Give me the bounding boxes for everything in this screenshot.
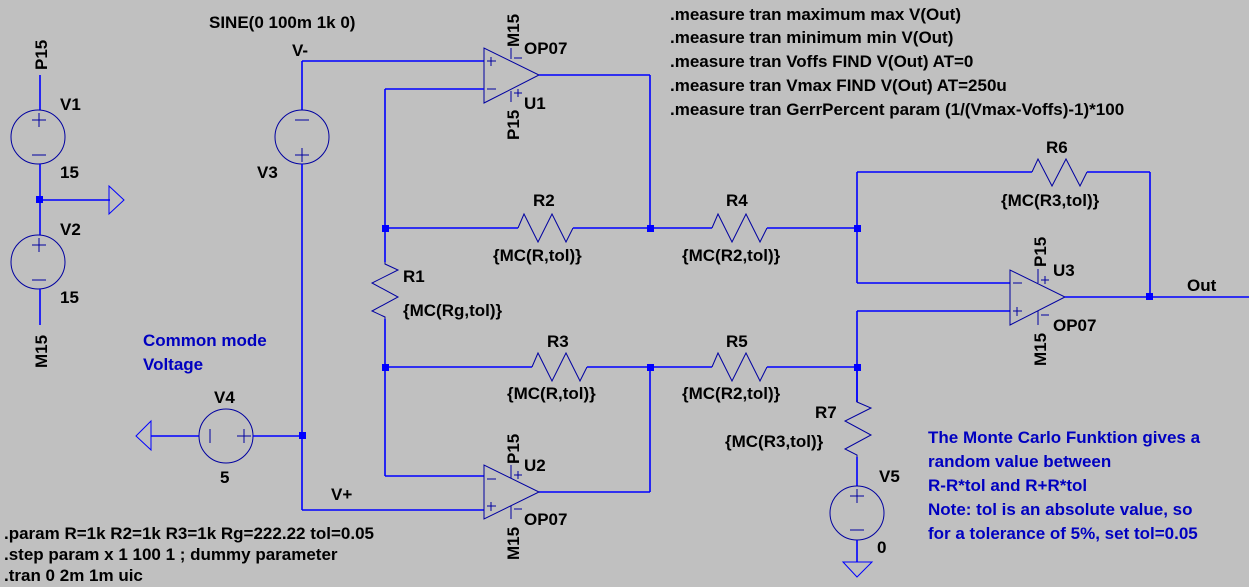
ground-symbol [135,419,152,452]
r7-name: R7 [815,403,837,422]
comment-common-mode-line1: Common mode [143,331,267,350]
ground-symbol [108,184,125,216]
v1-value: 15 [60,163,79,182]
r6-name: R6 [1046,138,1068,157]
comment-line: for a tolerance of 5%, set tol=0.05 [928,524,1198,543]
v3-value: SINE(0 100m 1k 0) [209,13,355,32]
v4-name: V4 [214,388,235,407]
r4-value: {MC(R2,tol)} [682,246,781,265]
opamp-triangle-icon [483,47,541,104]
comment-line: Note: tol is an absolute value, so [928,500,1193,519]
v5-name: V5 [879,467,900,486]
directive-param[interactable]: .param R=1k R2=1k R3=1k Rg=222.22 tol=0.… [4,524,374,543]
comment-monte-carlo: The Monte Carlo Funktion gives a random … [928,428,1201,543]
opamp-u1[interactable] [483,47,541,104]
net-label-v-plus: V+ [331,485,352,504]
v4-value: 5 [220,468,229,487]
u3-model: OP07 [1053,316,1096,335]
source-v1[interactable] [10,75,66,200]
u3-top-supply: P15 [1031,237,1050,267]
directive-tran[interactable]: .tran 0 2m 1m uic [4,566,143,585]
r6-value: {MC(R3,tol)} [1001,191,1100,210]
resistor-r3[interactable] [531,351,588,383]
v2-name: V2 [60,220,81,239]
u2-bottom-supply: M15 [504,527,523,560]
comment-line: random value between [928,452,1111,471]
opamp-triangle-icon [483,464,541,520]
net-label-out: Out [1187,276,1217,295]
resistor-r6[interactable] [1031,157,1088,188]
r1-value: {MC(Rg,tol)} [403,301,503,320]
v1-name: V1 [60,95,81,114]
sim-directives[interactable]: .param R=1k R2=1k R3=1k Rg=222.22 tol=0.… [4,524,374,585]
comment-common-mode-line2: Voltage [143,355,203,374]
measure-directives[interactable]: .measure tran maximum max V(Out) .measur… [670,5,1124,119]
net-label-v-minus: V- [292,41,308,60]
comment-line: The Monte Carlo Funktion gives a [928,428,1201,447]
directive-line[interactable]: .measure tran Vmax FIND V(Out) AT=250u [670,76,1007,95]
resistor-r2[interactable] [517,212,574,244]
u1-model: OP07 [524,39,567,58]
net-label-m15-v2: M15 [32,335,51,368]
resistor-r1[interactable] [370,262,400,319]
u2-name: U2 [524,456,546,475]
directive-line[interactable]: .measure tran maximum max V(Out) [670,5,961,24]
r5-value: {MC(R2,tol)} [682,384,781,403]
r3-name: R3 [547,332,569,351]
r7-value: {MC(R3,tol)} [725,432,824,451]
u3-bottom-supply: M15 [1031,333,1050,366]
r2-value: {MC(R,tol)} [493,246,582,265]
directive-line[interactable]: .measure tran GerrPercent param (1/(Vmax… [670,100,1124,119]
source-v2[interactable] [10,200,66,325]
source-v3[interactable] [274,61,330,510]
r5-name: R5 [726,332,748,351]
junction [1146,293,1153,300]
r4-name: R4 [726,191,748,210]
v2-value: 15 [60,288,79,307]
source-v5[interactable] [829,470,885,562]
directive-step[interactable]: .step param x 1 100 1 ; dummy parameter [4,545,338,564]
u2-model: OP07 [524,510,567,529]
resistor-r7[interactable] [843,400,873,457]
u1-name: U1 [524,94,546,113]
u2-top-supply: P15 [504,434,523,464]
v5-value: 0 [877,538,886,557]
u1-bottom-supply: P15 [504,110,523,140]
directive-line[interactable]: .measure tran minimum min V(Out) [670,28,953,47]
r2-name: R2 [533,191,555,210]
directive-line[interactable]: .measure tran Voffs FIND V(Out) AT=0 [670,52,973,71]
source-v4[interactable] [198,408,254,464]
opamp-u3[interactable] [1009,269,1067,326]
v3-name: V3 [257,163,278,182]
junction [36,196,43,203]
comment-line: R-R*tol and R+R*tol [928,476,1087,495]
u1-top-supply: M15 [504,14,523,47]
junction [299,432,306,439]
r3-value: {MC(R,tol)} [507,384,596,403]
resistor-r4[interactable] [711,212,768,244]
ground-symbol [841,561,874,578]
u3-name: U3 [1053,261,1075,280]
net-label-p15-v1: P15 [32,40,51,70]
r1-name: R1 [403,267,425,286]
opamp-u2[interactable] [483,464,541,520]
resistor-r5[interactable] [711,351,768,383]
